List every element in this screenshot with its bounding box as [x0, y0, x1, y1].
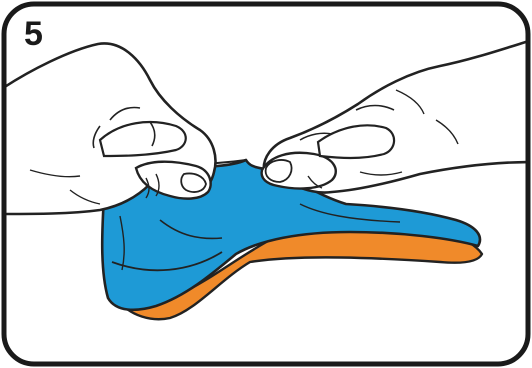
left-finger-crease — [109, 106, 141, 121]
left-hand-detail — [29, 169, 81, 178]
liner-fold-line — [299, 203, 401, 223]
right-hand-detail — [395, 89, 425, 115]
liner-fold-line — [119, 215, 125, 271]
left-finger-crease — [92, 125, 101, 149]
left-hand-detail — [69, 189, 101, 205]
left-finger — [98, 120, 187, 158]
right-thumbnail — [264, 159, 293, 183]
right-finger-crease — [355, 104, 395, 111]
left-finger-crease — [145, 177, 150, 199]
left-thumb — [134, 160, 212, 200]
right-hand-detail — [307, 175, 323, 189]
illustration-content — [4, 38, 528, 321]
liner-fold-line — [159, 219, 223, 240]
left-finger-crease — [149, 121, 156, 147]
step-number: 5 — [24, 15, 43, 53]
right-thumb — [260, 151, 337, 190]
right-finger — [316, 124, 396, 160]
right-hand-detail — [435, 119, 459, 145]
liner-inner-layer — [116, 220, 484, 321]
left-thumbnail — [180, 172, 207, 193]
liner-fold-line — [111, 251, 223, 272]
left-finger-crease — [155, 173, 160, 197]
right-hand-detail — [359, 171, 403, 176]
right-finger-crease — [299, 132, 333, 141]
